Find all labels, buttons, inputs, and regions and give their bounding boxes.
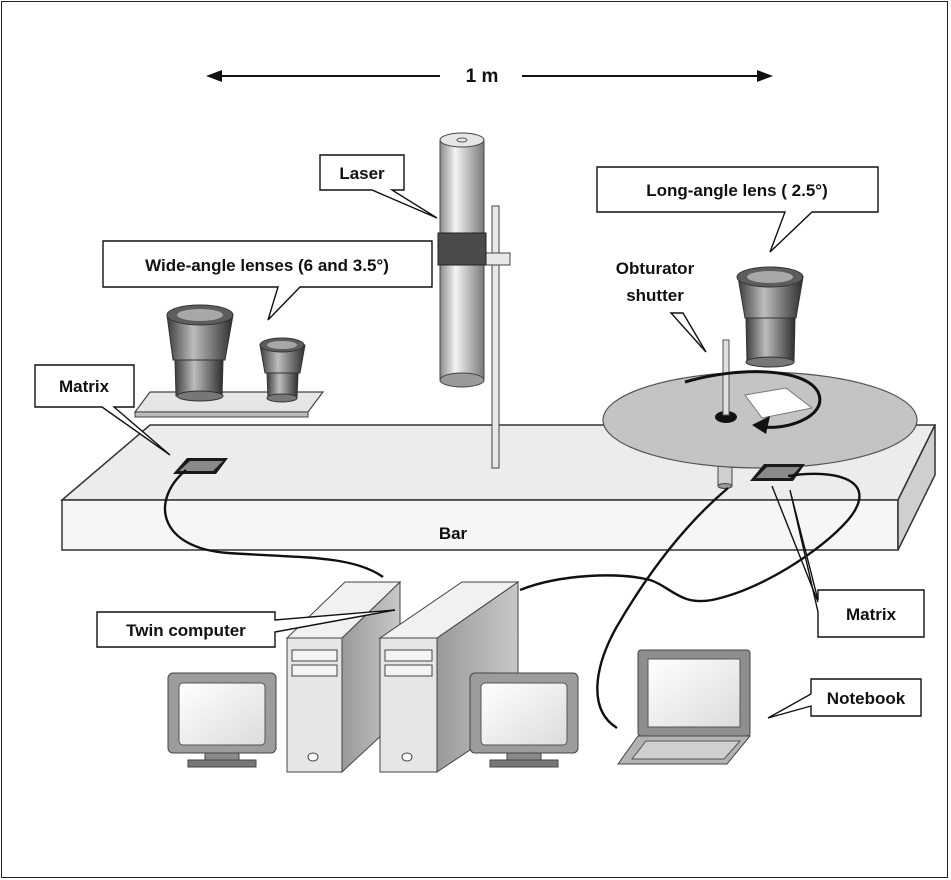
callout-laser [319, 154, 438, 219]
cables [163, 469, 861, 730]
matrix-left [173, 458, 228, 474]
callout-twin-computer [96, 609, 396, 648]
scale-arrow [206, 70, 773, 82]
laser [437, 132, 511, 469]
callout-long-angle-lens [596, 166, 879, 253]
notebook-label: Notebook [827, 689, 906, 708]
callout-notebook [767, 678, 922, 719]
monitor-left [167, 672, 277, 768]
obturator-label-line1: Obturator [616, 259, 695, 278]
callout-wide-angle-lenses [102, 240, 433, 321]
long-angle-lens [736, 266, 804, 368]
matrix-left-label: Matrix [59, 377, 110, 396]
twin-computer-label: Twin computer [126, 621, 246, 640]
obturator-disk [602, 339, 918, 489]
obturator-label-line2: shutter [626, 286, 684, 305]
notebook-computer [617, 649, 752, 765]
callout-matrix-left [34, 364, 171, 456]
monitor-right [469, 672, 579, 768]
laser-label: Laser [339, 164, 385, 183]
scale-label: 1 m [466, 66, 499, 87]
wide-angle-lenses [133, 304, 325, 418]
bar-label: Bar [439, 524, 468, 543]
callout-matrix-right [771, 485, 925, 638]
wide-angle-lenses-label: Wide-angle lenses (6 and 3.5°) [145, 256, 389, 275]
callout-obturator-pointer [669, 312, 707, 353]
matrix-right-label: Matrix [846, 605, 897, 624]
long-angle-lens-label: Long-angle lens ( 2.5°) [646, 181, 828, 200]
